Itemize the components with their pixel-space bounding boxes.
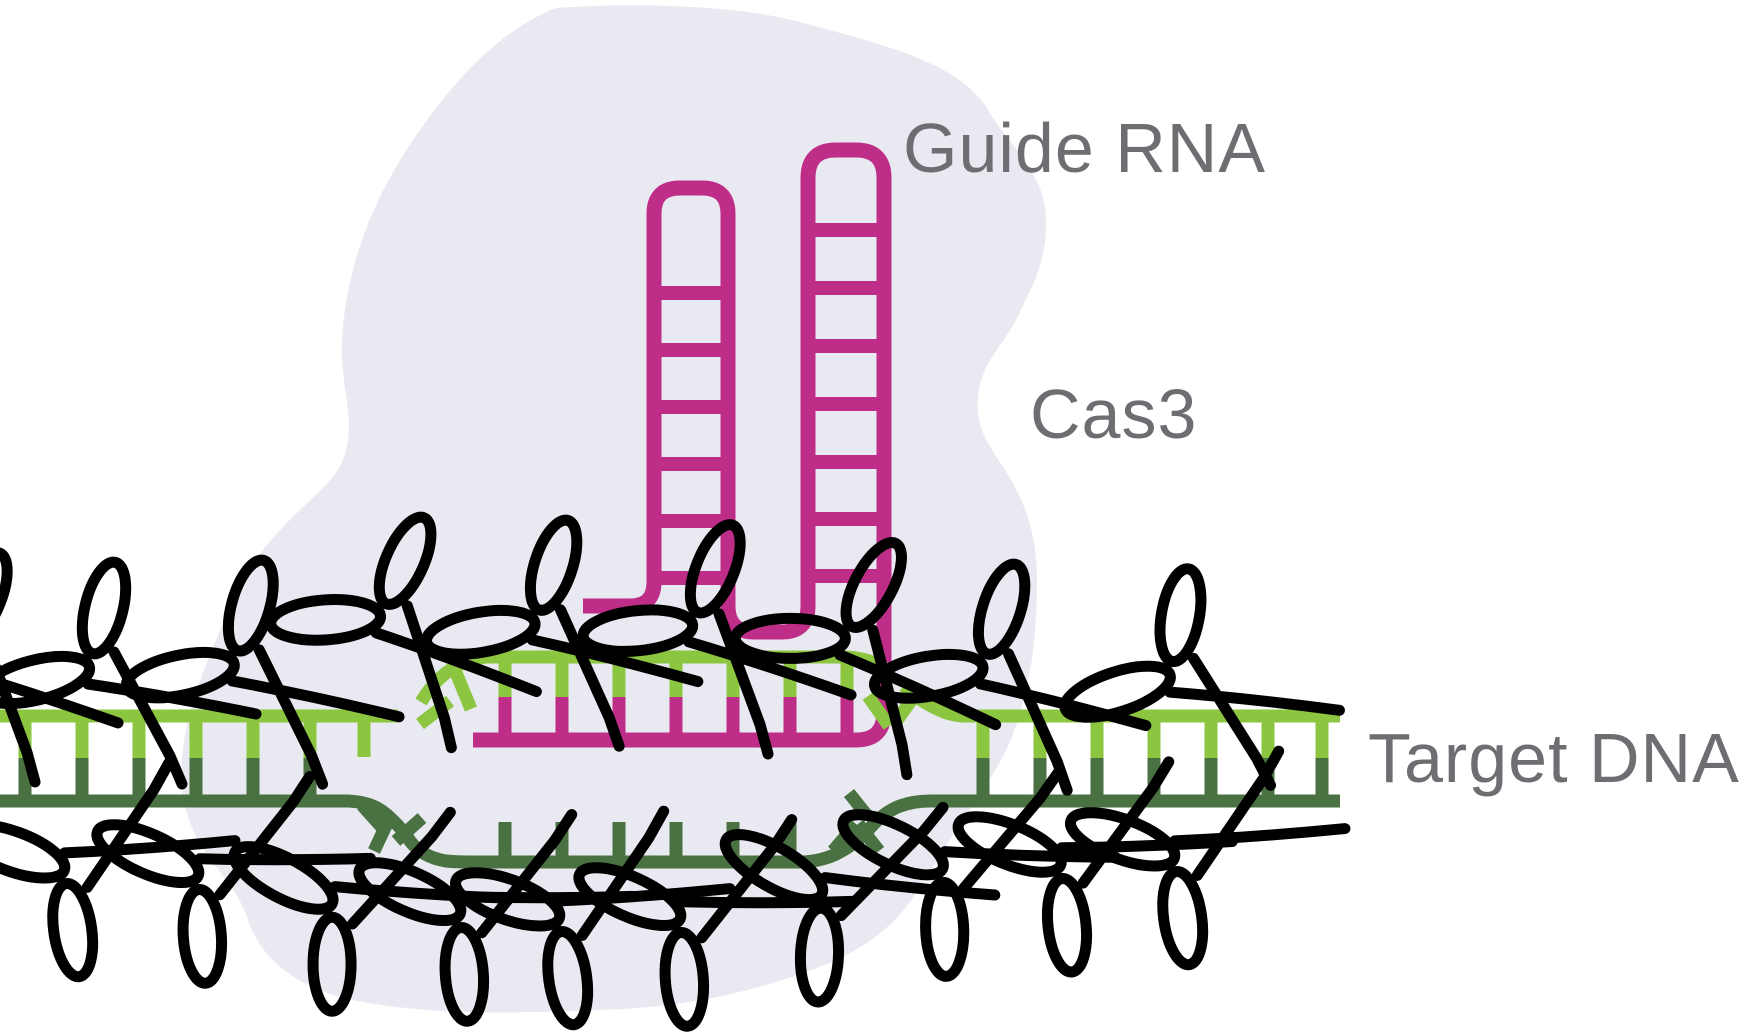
bottom-strand-cut-fragments <box>357 788 885 856</box>
hairpin1-rungs <box>650 286 732 585</box>
cas3-protein-blob <box>181 5 1047 1013</box>
guide-rna <box>473 142 892 748</box>
target-dna-label: Target DNA <box>1368 719 1740 797</box>
hairpin2-rungs <box>804 223 888 583</box>
hybrid-rungs-rna-half <box>498 697 854 734</box>
dna-rungs-top-right <box>976 722 1329 758</box>
labels: Guide RNA Cas3 Target DNA <box>903 109 1740 797</box>
guide-rna-backbone <box>473 142 892 748</box>
guide-rna-label: Guide RNA <box>903 109 1266 187</box>
cas3-label: Cas3 <box>1030 375 1197 453</box>
